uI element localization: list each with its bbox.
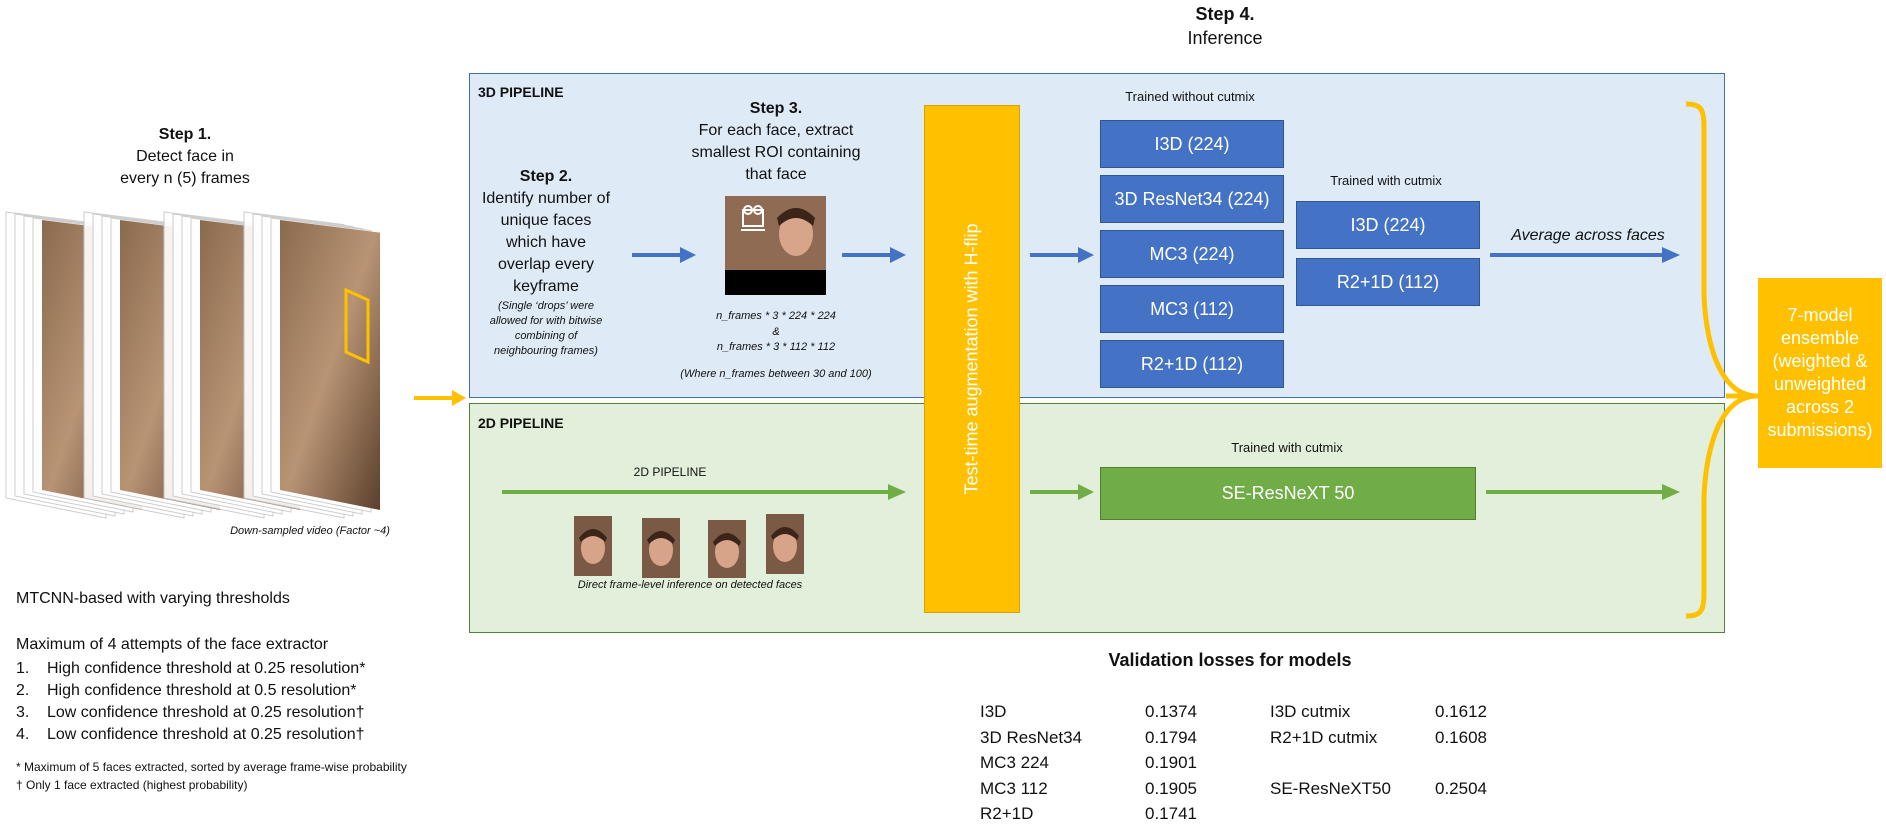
- mtcnn-note2: † Only 1 face extracted (highest probabi…: [16, 778, 248, 792]
- step2-line: overlap every: [497, 256, 595, 273]
- arrow-step3-to-tta: [842, 247, 906, 263]
- without-cutmix-label: Trained without cutmix: [1125, 89, 1255, 104]
- face-roi-image: [725, 196, 826, 295]
- video-frame: [280, 220, 380, 510]
- validation-title: Validation losses for models: [1108, 650, 1352, 670]
- step2-text: Step 2. Identify number of unique faces …: [466, 166, 626, 359]
- step2-heading: Step 2.: [519, 168, 573, 185]
- face-shape: [773, 530, 797, 562]
- model-i3d-224-cutmix: I3D (224): [1296, 201, 1480, 249]
- mtcnn-item: 3.Low confidence threshold at 0.25 resol…: [16, 704, 365, 721]
- face-shape: [649, 534, 673, 566]
- arrow-tta-to-3d-models: [1030, 247, 1094, 263]
- step2-line: unique faces: [500, 212, 592, 229]
- step2-line: keyframe: [513, 278, 579, 295]
- mtcnn-item: 1.High confidence threshold at 0.25 reso…: [16, 660, 366, 677]
- video-caption: Down-sampled video (Factor ~4): [230, 525, 390, 537]
- input-arrow: [414, 390, 466, 406]
- mtcnn-item: 4.Low confidence threshold at 0.25 resol…: [16, 726, 365, 743]
- step4-text: Step 4. Inference: [1125, 2, 1325, 50]
- hair-shape: [647, 531, 675, 544]
- step1-line1: Detect face in: [136, 148, 234, 165]
- arrow-average-to-ensemble: [1490, 247, 1680, 263]
- mtcnn-title: MTCNN-based with varying thresholds: [16, 590, 290, 607]
- average-across-faces-label: Average across faces: [1511, 227, 1665, 244]
- step3-line: For each face, extract: [698, 122, 854, 139]
- model-mc3-112: MC3 (112): [1100, 285, 1284, 333]
- pipeline-2d-title: 2D PIPELINE: [478, 415, 564, 431]
- dims-224: n_frames * 3 * 224 * 224: [716, 310, 836, 322]
- dims-112: n_frames * 3 * 112 * 112: [716, 341, 836, 353]
- with-cutmix-label-2d: Trained with cutmix: [1231, 440, 1343, 455]
- video-frames-stack: [5, 211, 380, 519]
- ensemble-box: 7-model ensemble (weighted & unweighted …: [1758, 278, 1882, 468]
- step4-heading: Step 4.: [1195, 4, 1255, 24]
- mtcnn-item: 2.High confidence threshold at 0.5 resol…: [16, 682, 357, 699]
- model-r2plus1d-112: R2+1D (112): [1100, 340, 1284, 388]
- face-bbox: [344, 287, 370, 365]
- arrow-2d-model-to-ensemble: [1486, 484, 1680, 500]
- hair-shape: [579, 529, 607, 542]
- dims-text: n_frames * 3 * 224 * 224 & n_frames * 3 …: [676, 305, 876, 386]
- mtcnn-subtitle: Maximum of 4 attempts of the face extrac…: [16, 636, 329, 653]
- model-i3d-224: I3D (224): [1100, 120, 1284, 168]
- dims-amp: &: [772, 326, 780, 338]
- detected-faces-thumbnails: [574, 514, 804, 578]
- step4-label: Inference: [1187, 28, 1263, 48]
- step1-heading: Step 1.: [158, 126, 212, 143]
- model-mc3-224: MC3 (224): [1100, 230, 1284, 278]
- step2-line: which have: [505, 234, 587, 251]
- arrow-tta-to-2d-model: [1030, 484, 1094, 500]
- face-shape: [715, 536, 739, 568]
- step3-text: Step 3. For each face, extract smallest …: [676, 98, 876, 186]
- step2-note: (Single ‘drops’ were allowed for with bi…: [489, 300, 603, 357]
- step3-heading: Step 3.: [749, 100, 803, 117]
- arrow-2d-to-tta: [502, 484, 906, 500]
- hair-shape: [771, 527, 799, 540]
- dims-note: (Where n_frames between 30 and 100): [680, 368, 872, 380]
- tta-bar: Test-time augmentation with H-flip: [924, 105, 1020, 613]
- model-r2plus1d-112-cutmix: R2+1D (112): [1296, 258, 1480, 306]
- faces-caption: Direct frame-level inference on detected…: [577, 579, 803, 591]
- with-cutmix-label-3d: Trained with cutmix: [1330, 173, 1442, 188]
- tta-label: Test-time augmentation with H-flip: [961, 223, 982, 495]
- step3-line: smallest ROI containing: [691, 144, 861, 161]
- ensemble-brace: [1685, 101, 1758, 619]
- model-se-resnext-50: SE-ResNeXT 50: [1100, 467, 1476, 520]
- hair-shape: [713, 533, 741, 546]
- pipeline-3d-title: 3D PIPELINE: [478, 84, 564, 100]
- pipeline-2d-arrow-label: 2D PIPELINE: [633, 465, 707, 479]
- step1-text: Step 1. Detect face in every n (5) frame…: [75, 124, 295, 190]
- pipeline-3d-panel: [469, 73, 1725, 398]
- table-row: [1270, 753, 1487, 779]
- step2-line: Identify number of: [481, 190, 611, 207]
- step1-line2: every n (5) frames: [120, 170, 250, 187]
- step3-line: that face: [745, 166, 807, 183]
- mtcnn-list: 1.High confidence threshold at 0.25 reso…: [16, 658, 365, 746]
- face-shape: [581, 532, 605, 564]
- mtcnn-note1: * Maximum of 5 faces extracted, sorted b…: [16, 760, 407, 774]
- model-3d-resnet34-224: 3D ResNet34 (224): [1100, 175, 1284, 223]
- arrow-step2-to-step3: [632, 247, 696, 263]
